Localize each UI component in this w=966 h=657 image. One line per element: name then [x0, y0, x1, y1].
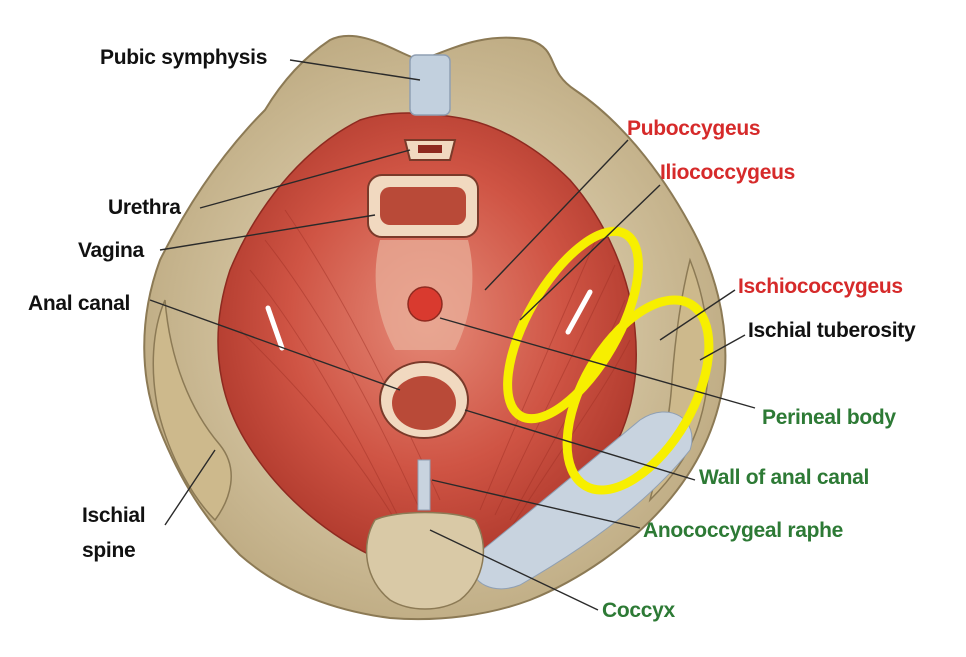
anococcygeal-raphe-shape: [417, 459, 431, 511]
label-pubococcygeus: Puboccygeus: [627, 117, 761, 140]
label-anococcygeal-raphe: Anococcygeal raphe: [643, 519, 844, 542]
leader-lines: [149, 59, 756, 611]
label-anal-canal: Anal canal: [28, 292, 131, 315]
label-ischial-spine-line2: spine: [82, 539, 136, 562]
label-pubic-symphysis: Pubic symphysis: [100, 46, 268, 69]
tendinous-arch: [265, 289, 593, 351]
highlight-ring-upper: [503, 226, 643, 424]
pubic-symphysis-shape: [409, 54, 451, 116]
muscle-fibers: [239, 209, 631, 546]
label-urethra: Urethra: [108, 196, 181, 219]
highlight-ring-lower: [562, 295, 714, 495]
coccyx-shape: [365, 511, 485, 610]
right-ligament-fan: [469, 411, 693, 590]
label-coccyx: Coccyx: [602, 599, 675, 622]
label-wall-of-anal-canal: Wall of anal canal: [699, 466, 870, 489]
left-pelvic-sidewall: [152, 299, 232, 522]
label-iliococcygeus: Iliococcygeus: [660, 161, 795, 184]
label-perineal-body: Perineal body: [762, 406, 896, 429]
label-ischiococcygeus: Ischiococcygeus: [738, 275, 903, 298]
label-ischial-tuberosity: Ischial tuberosity: [748, 319, 916, 342]
perineal-body-shape: [407, 286, 443, 322]
label-ischial-spine-line1: Ischial: [82, 504, 146, 527]
label-vagina: Vagina: [78, 239, 144, 262]
